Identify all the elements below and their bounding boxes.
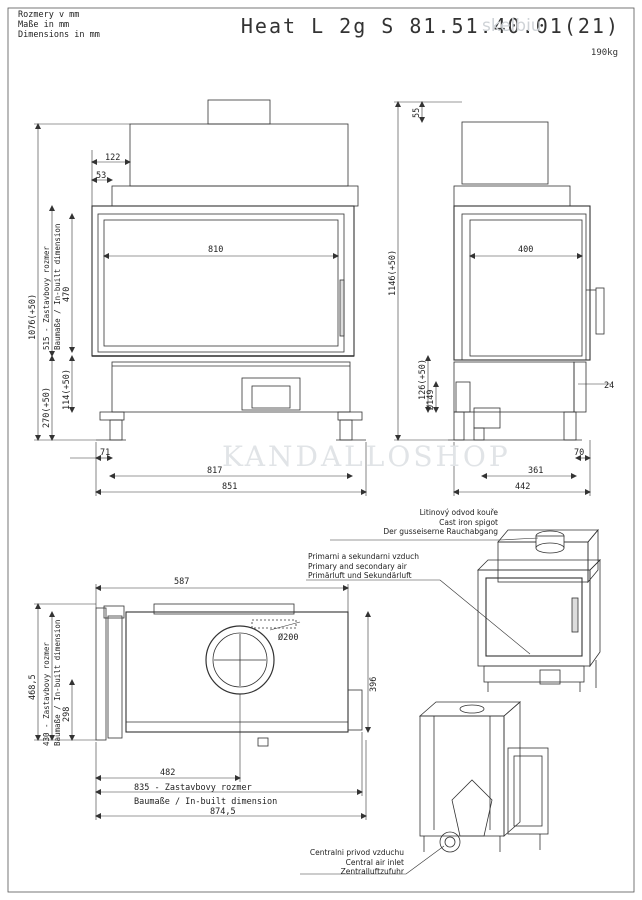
dim-851: 851 (222, 482, 237, 492)
dim-71: 71 (100, 448, 110, 458)
callout-spigot-cz: Litinový odvod kouře (419, 508, 498, 517)
top-dimension-labels: 587 468,5 430 - Zastavbovy rozmer Baumaß… (28, 577, 379, 817)
dim-817: 817 (207, 466, 222, 476)
top-body (125, 611, 349, 733)
callout-central-cz: Centralni privod vzduchu (309, 848, 404, 857)
iso-view-rear (418, 701, 549, 853)
front-leg-left (109, 419, 123, 441)
dim-55: 55 (412, 108, 422, 118)
watermark-top: skelbiu (482, 16, 542, 36)
callout-air-cz: Primarni a sekundarni vzduch (308, 552, 420, 561)
dim-874: 874,5 (210, 807, 236, 817)
units-note: Rozmery v mm Maße in mm Dimensions in mm (18, 10, 100, 40)
units-cz: Rozmery v mm (18, 10, 80, 20)
units-de: Maße in mm (18, 20, 70, 30)
side-dimensions (394, 101, 610, 496)
callout-central-air: Centralni privod vzduchu Central air inl… (250, 848, 404, 877)
callout-spigot-de: Der gusseiserne Rauchabgang (383, 527, 498, 536)
dim-114: 114(+50) (62, 369, 72, 410)
iso-view-front (477, 528, 601, 692)
dim-470: 470 (62, 287, 72, 302)
dim-835: 835 - Zastavbovy rozmer (134, 783, 252, 793)
callout-air-de: Primärluft und Sekundärluft (308, 571, 412, 580)
front-upper-hood (129, 123, 349, 187)
front-flue-collar (207, 99, 271, 125)
dim-482: 482 (160, 768, 175, 778)
dim-835b: Baumaße / In-built dimension (134, 797, 277, 807)
callout-central-en: Central air inlet (345, 857, 404, 867)
callout-air: Primarni a sekundarni vzduch Primary and… (308, 552, 419, 581)
top-dimensions (34, 584, 371, 820)
dim-200: Ø200 (278, 632, 298, 643)
side-leg-right (563, 411, 577, 441)
side-dimension-labels: 55 1146(+50) 400 126(+50) Ø149 24 70 361… (388, 108, 614, 492)
dim-442: 442 (515, 482, 530, 492)
front-view (91, 99, 366, 441)
model-title: Heat L 2g S 81.51.40.01(21) (240, 14, 620, 38)
callout-spigot: Litinový odvod kouře Cast iron spigot De… (328, 508, 498, 537)
side-upper-hood (461, 121, 549, 185)
iso-central-air-inlet (439, 831, 461, 853)
side-view (448, 121, 605, 441)
front-air-box (241, 377, 301, 411)
dim-298: 298 (62, 707, 72, 722)
dim-1146: 1146(+50) (388, 250, 398, 296)
front-glass (97, 213, 345, 353)
side-glass (461, 213, 587, 361)
front-door-handle (339, 279, 345, 337)
weight-label: 190kg (590, 48, 618, 58)
callout-air-en: Primary and secondary air (308, 561, 407, 571)
callout-spigot-en: Cast iron spigot (439, 517, 498, 527)
watermark-center: KANDALLOSHOP (222, 440, 511, 473)
side-base-frame (453, 361, 575, 413)
dim-400: 400 (518, 245, 533, 255)
dim-430: 430 - Zastavbovy rozmer (42, 642, 51, 746)
dim-24: 24 (604, 381, 614, 391)
dim-468: 468,5 (28, 674, 38, 700)
front-dimension-labels: 122 53 810 1076(+50) 515 - Zastavbovy ro… (28, 153, 237, 492)
callout-central-de: Zentralluftzufuhr (340, 867, 404, 876)
dim-270: 270(+50) (42, 387, 52, 428)
dim-361: 361 (528, 466, 543, 476)
front-door-frame (91, 205, 355, 357)
dim-515b: Baumaße / In-built dimension (53, 224, 62, 350)
side-door-handle (595, 287, 605, 335)
callout-leaders (300, 537, 539, 875)
front-leg-right (339, 419, 353, 441)
drawing-frame (7, 7, 635, 893)
dim-1076: 1076(+50) (28, 294, 38, 340)
dim-149: Ø149 (425, 390, 436, 410)
dim-430b: Baumaße / In-built dimension (53, 620, 62, 746)
front-base-frame (111, 361, 351, 413)
front-dimensions (34, 123, 367, 496)
side-glass-frame (453, 205, 591, 361)
dim-587: 587 (174, 577, 189, 587)
dim-515: 515 - Zastavbovy rozmer (42, 246, 51, 350)
top-view (95, 603, 363, 747)
dim-126: 126(+50) (418, 359, 428, 400)
units-en: Dimensions in mm (18, 30, 100, 40)
dim-810: 810 (208, 245, 223, 255)
dim-70: 70 (574, 448, 584, 458)
dim-396: 396 (369, 677, 379, 692)
dim-53: 53 (96, 171, 106, 181)
side-leg-left (453, 411, 465, 441)
dim-122: 122 (105, 153, 120, 163)
